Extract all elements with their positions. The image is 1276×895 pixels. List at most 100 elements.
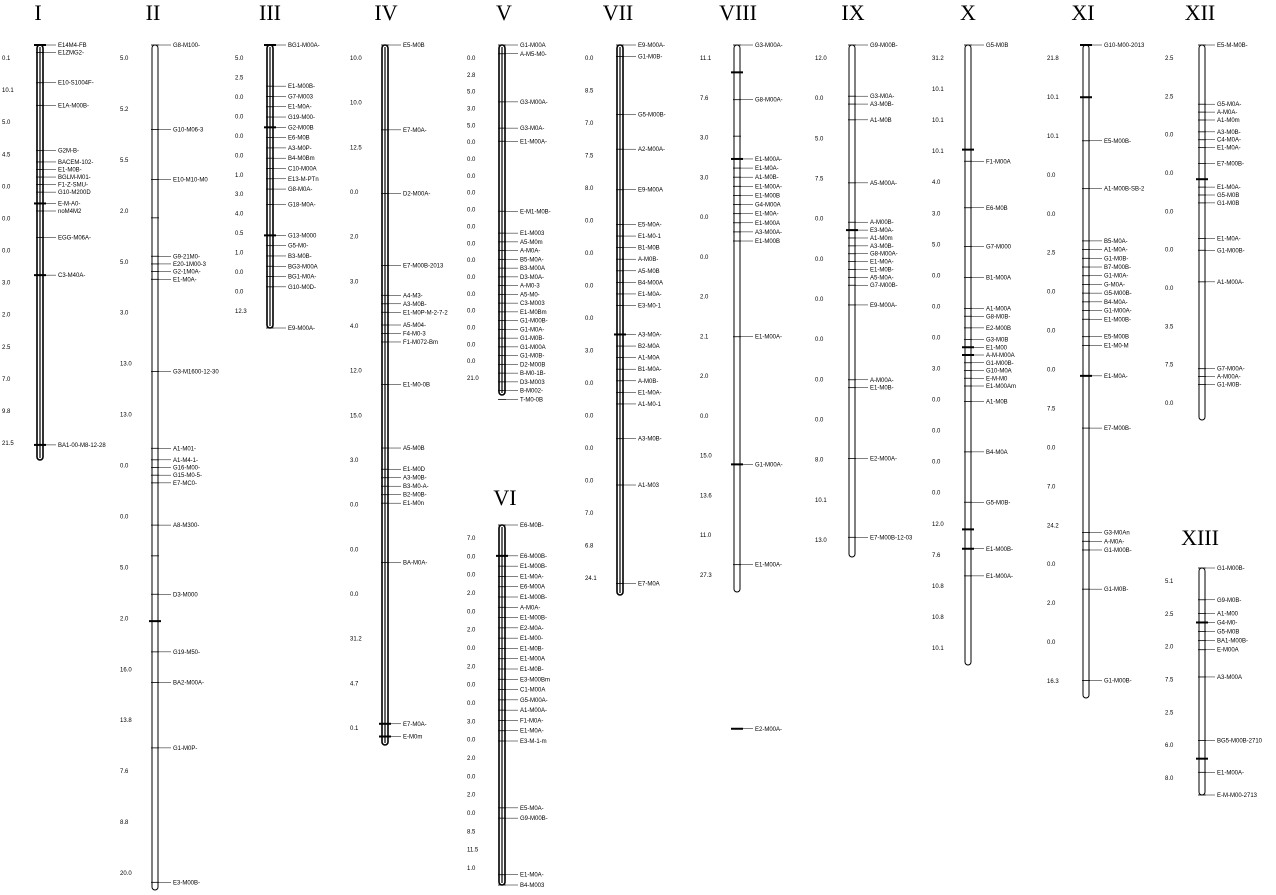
distance-label: 21.0 [467,376,479,382]
distance-label: 5.0 [120,565,129,571]
distance-label: 0.0 [467,342,476,348]
distance-label: 0.0 [700,255,709,261]
marker-label: E3-M0-1 [638,304,662,310]
distance-label: 13.0 [815,538,827,544]
distance-label: 10.0 [350,101,362,107]
distance-label: 13.0 [120,362,132,368]
distance-label: 16.3 [1047,679,1059,685]
marker-label: G8-M100- [173,43,200,49]
distance-label: 2.0 [467,793,476,799]
marker-label: BG3-M00A [288,264,318,270]
marker-label: E7-M00B-2013 [403,264,444,270]
marker-label: G1-M00A [520,43,546,49]
distance-label: 0.0 [815,418,824,424]
marker-label: E6-M00B- [520,554,547,560]
marker-label: B1-M0A- [638,367,662,373]
distance-label: 4.0 [350,324,359,330]
distance-label: 31.2 [350,637,362,643]
marker-label: E10-S1004F- [58,81,94,87]
marker-label: G3-M0B [986,338,1008,344]
marker-label: A3-M0B- [870,244,894,250]
marker-label: A-M00A- [870,378,894,384]
marker-label: E7-M0A [638,581,660,587]
marker-label: G9-M0B- [1217,598,1241,604]
distance-label: 0.0 [467,309,476,315]
marker-label: G2-1M0A- [173,270,201,276]
marker-label: BA1-00-M8-12-28 [58,443,106,449]
marker-label: G16-M00- [173,466,200,472]
distance-label: 12.0 [932,522,944,528]
distance-label: 7.5 [1047,406,1056,412]
marker-label: F1-M072-Bm [403,340,438,346]
marker-label: E5-M0A- [638,222,662,228]
marker-label: F4-M0-3 [403,331,426,337]
marker-label: A5-M0B [403,446,425,452]
marker-label: G10-M0D- [288,285,316,291]
distance-label: 7.0 [2,377,11,383]
marker-label: E5-M0B [403,43,425,49]
distance-label: 0.0 [932,304,941,310]
marker-label: G3-M0A- [520,126,544,132]
distance-label: 21.8 [1047,56,1059,62]
marker-label: C4-M0A- [1217,138,1241,144]
marker-label: B4-M0Bm [288,156,315,162]
distance-label: 0.0 [467,774,476,780]
distance-label: 13.6 [700,493,712,499]
distance-label: 0.0 [467,292,476,298]
marker-label: A1-M0B [870,118,892,124]
distance-label: 10.1 [932,646,944,652]
marker-label: G5-M00B- [1104,291,1132,297]
marker-label: G1-M00B- [1217,248,1245,254]
marker-label: G8-M0B- [986,314,1010,320]
distance-label: 0.0 [1165,133,1174,139]
distance-label: 12.3 [235,309,247,315]
distance-label: 2.0 [467,756,476,762]
marker-label: A1-M0B- [755,175,779,181]
distance-label: 2.0 [467,664,476,670]
marker-label: B7-M00B- [1104,265,1131,271]
distance-label: 6.0 [1165,743,1174,749]
distance-label: 5.0 [120,260,129,266]
distance-label: 0.0 [467,208,476,214]
distance-label: 0.0 [467,738,476,744]
marker-label: E1-M00B- [986,547,1013,553]
distance-label: 10.1 [2,88,14,94]
distance-label: 0.0 [467,325,476,331]
marker-label: B-M0-1B- [520,371,546,377]
distance-label: 3.0 [467,107,476,113]
marker-label: E1-M00A- [986,574,1013,580]
distance-label: 0.0 [467,646,476,652]
marker-label: A1-M0A- [1104,248,1128,254]
distance-label: 3.0 [235,192,244,198]
distance-label: 5.1 [1165,579,1174,585]
marker-label: E13-M-PTn [288,177,319,183]
distance-label: 10.8 [932,615,944,621]
marker-label: B5-M0A- [1104,239,1128,245]
marker-label: E1-M00A [755,221,780,227]
marker-label: A-M0A- [1104,539,1124,545]
marker-label: G3-M0A- [870,94,894,100]
distance-label: 8.0 [1165,776,1174,782]
distance-label: 10.1 [815,498,827,504]
marker-label: EGG-M06A- [58,235,91,241]
linkage-group-title-vi: VI [493,485,516,510]
distance-label: 0.0 [235,114,244,120]
distance-label: 0.0 [467,683,476,689]
distance-label: 3.0 [700,175,709,181]
marker-label: E14M4-FB [58,43,87,49]
marker-label: D2-M00B [520,362,545,368]
marker-label: E1-M0A- [1217,146,1241,152]
distance-label: 0.0 [2,216,11,222]
marker-label: A-M5-M0- [520,52,547,58]
distance-label: 0.0 [467,701,476,707]
distance-label: 10.1 [932,118,944,124]
marker-label: E9-M00A- [638,43,665,49]
distance-label: 10.8 [932,584,944,590]
distance-label: 10.1 [1047,95,1059,101]
marker-label: A-M00B- [870,220,894,226]
marker-label: F1-M00A [986,159,1011,165]
marker-label: G5-M00A- [520,698,548,704]
linkage-group-title-iii: III [259,0,281,25]
distance-label: 9.8 [2,409,11,415]
distance-label: 0.0 [700,215,709,221]
